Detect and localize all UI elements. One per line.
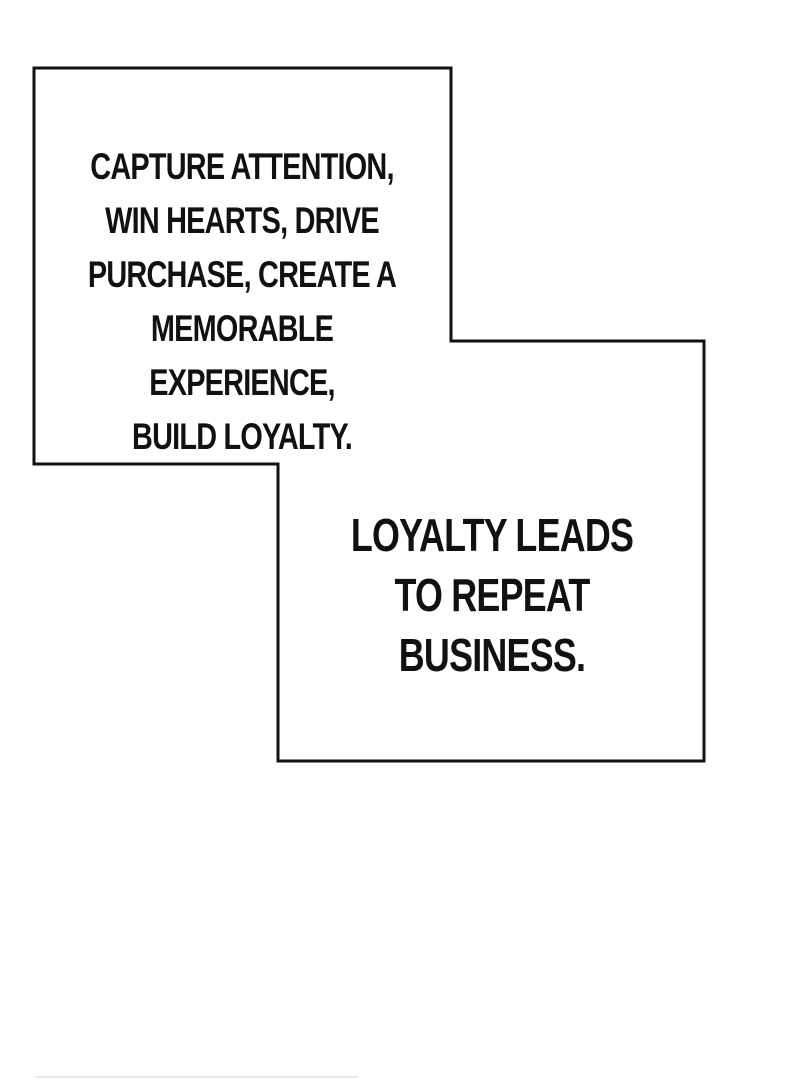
- caption-box-border: [32, 66, 706, 763]
- caption-line: BUILD LOYALTY.: [132, 416, 353, 457]
- caption-line: PURCHASE, CREATE A: [87, 254, 397, 295]
- caption-text-second: LOYALTY LEADS TO REPEAT BUSINESS.: [328, 505, 656, 685]
- caption-line: LOYALTY LEADS: [350, 509, 634, 561]
- caption-line: WIN HEARTS, DRIVE: [105, 200, 380, 241]
- caption-line: TO REPEAT BUSINESS.: [394, 569, 591, 681]
- panel-divider: [36, 1076, 358, 1078]
- caption-text-first: CAPTURE ATTENTION, WIN HEARTS, DRIVE PUR…: [81, 140, 402, 464]
- caption-line: CAPTURE ATTENTION,: [90, 146, 394, 187]
- caption-line: MEMORABLE EXPERIENCE,: [149, 308, 335, 403]
